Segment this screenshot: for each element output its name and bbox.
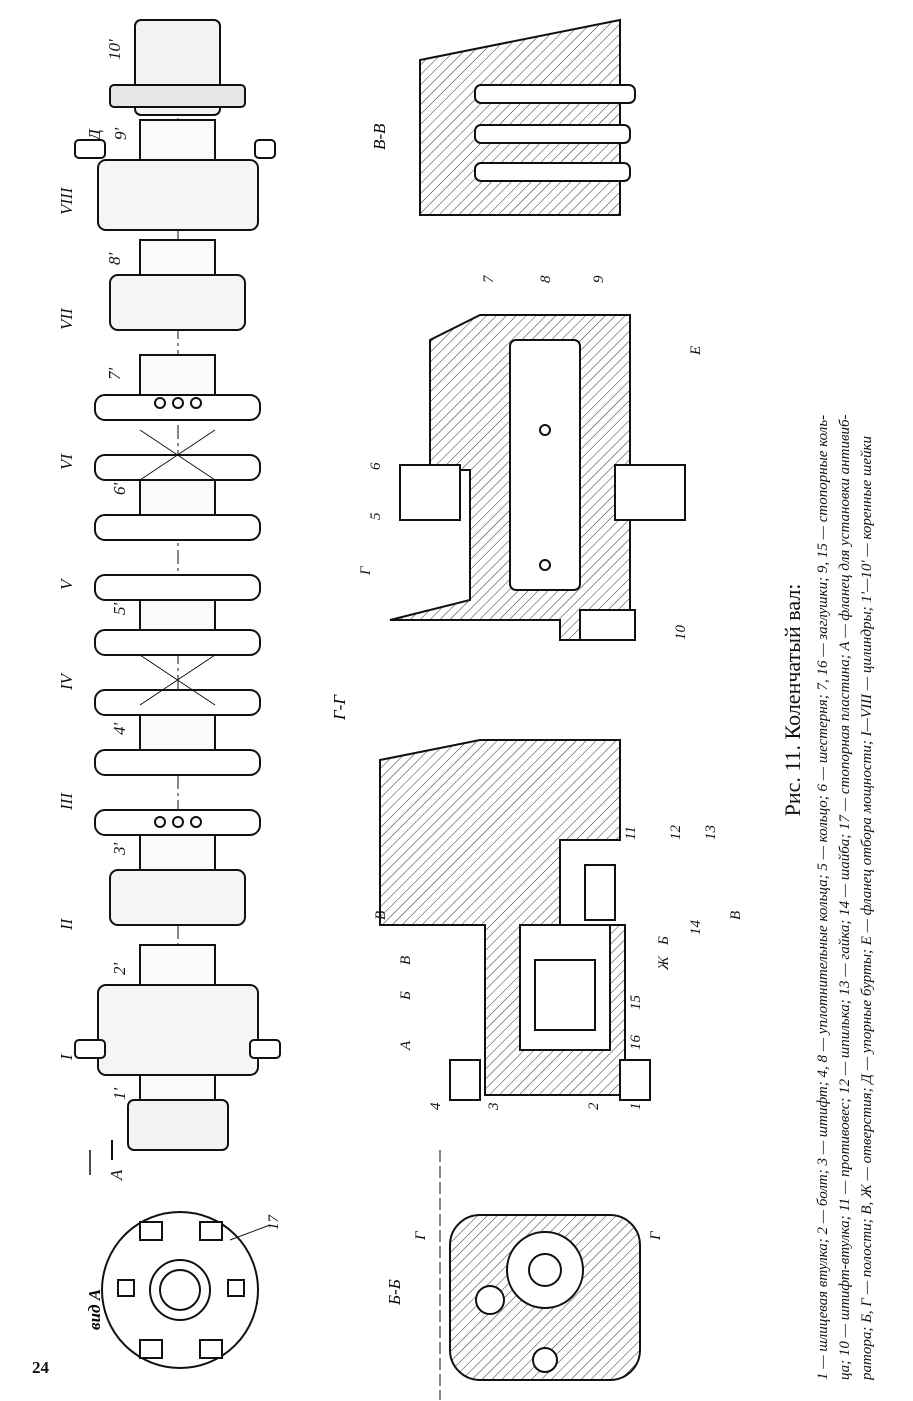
cylinder-label: I bbox=[57, 1053, 76, 1061]
callout-11: 11 bbox=[623, 826, 639, 840]
view-a-label-17: 17 bbox=[266, 1214, 282, 1231]
journal-label: 7' bbox=[105, 368, 124, 381]
section-bb-cut-mark: Г bbox=[648, 1230, 664, 1241]
cylinder-label: VII bbox=[57, 307, 76, 330]
callout-12: 12 bbox=[668, 825, 684, 841]
cylinder-label: II bbox=[57, 917, 76, 931]
section-vv-drawing bbox=[419, 18, 636, 216]
crankshaft-drawing bbox=[74, 19, 281, 1175]
section-vv-title: В-В bbox=[370, 123, 389, 150]
figure-caption: Рис. 11. Коленчатый вал: 1 — шлицевая вт… bbox=[778, 20, 908, 1380]
callout-zh: Ж bbox=[656, 955, 672, 971]
callout-v: В bbox=[398, 956, 414, 965]
callout-9: 9 bbox=[591, 275, 607, 283]
callout-g: Г bbox=[358, 565, 374, 576]
journal-label: 5' bbox=[110, 603, 129, 616]
callout-e: Е bbox=[688, 346, 704, 356]
callout-b2: Б bbox=[656, 936, 672, 946]
section-gg-title: Г-Г bbox=[330, 694, 349, 721]
callout-13: 13 bbox=[703, 825, 719, 840]
caption-title: Рис. 11. Коленчатый вал: bbox=[780, 583, 805, 817]
callout-v3: В bbox=[728, 911, 744, 920]
section-bb-title: Б-Б bbox=[385, 1279, 404, 1306]
caption-line: 1 — шлицевая втулка; 2 — болт; 3 — штифт… bbox=[815, 414, 831, 1380]
flange-section-drawing bbox=[389, 314, 686, 641]
callout-8: 8 bbox=[538, 275, 554, 283]
crankshaft-labels: 10' 9' 8' 7' 6' 5' 4' 3' 2' 1' VIII VII … bbox=[57, 39, 130, 1181]
callout-a: А bbox=[398, 1040, 414, 1051]
cylinder-label: VI bbox=[57, 453, 76, 470]
journal-label: 2' bbox=[110, 963, 129, 976]
view-a-drawing bbox=[101, 1211, 271, 1369]
section-gg-labels: 1 2 3 4 А Б В 11 12 13 14 15 16 Ж Б В В bbox=[373, 825, 744, 1112]
page-number: 24 bbox=[32, 1358, 49, 1377]
caption-line: ца; 10 — штифт-втулка; 11 — противовес; … bbox=[837, 414, 853, 1380]
view-arrow-label: А bbox=[107, 1169, 126, 1181]
section-bb-drawing bbox=[439, 1150, 641, 1400]
callout-7: 7 bbox=[481, 274, 497, 283]
callout-2: 2 bbox=[586, 1102, 602, 1110]
callout-14: 14 bbox=[688, 920, 704, 936]
callout-5: 5 bbox=[368, 512, 384, 520]
view-a-title: вид А bbox=[85, 1289, 104, 1330]
collar-label: Д bbox=[85, 128, 104, 142]
callout-3: 3 bbox=[486, 1103, 502, 1112]
cylinder-label: VIII bbox=[57, 186, 76, 215]
cylinder-label: IV bbox=[57, 671, 76, 691]
callout-6: 6 bbox=[368, 462, 384, 470]
section-gg-drawing bbox=[379, 739, 651, 1101]
journal-label: 6' bbox=[110, 483, 129, 496]
cylinder-label: V bbox=[57, 577, 76, 590]
journal-label: 3' bbox=[110, 843, 129, 857]
journal-label: 8' bbox=[105, 253, 124, 266]
journal-label: 4' bbox=[110, 723, 129, 736]
callout-15: 15 bbox=[628, 995, 644, 1011]
callout-16: 16 bbox=[628, 1035, 644, 1051]
callout-v2: В bbox=[373, 911, 389, 920]
cylinder-label: III bbox=[57, 792, 76, 811]
callout-10: 10 bbox=[673, 625, 689, 641]
callout-1: 1 bbox=[628, 1103, 644, 1111]
section-bb-cut-mark: Г bbox=[413, 1230, 429, 1241]
caption-line: ратора; Б, Г — полости; В, Ж — отверстия… bbox=[859, 435, 875, 1380]
flange-section-labels: Г 5 6 7 8 9 10 Е bbox=[358, 274, 704, 640]
journal-label: 1' bbox=[110, 1088, 129, 1101]
callout-4: 4 bbox=[428, 1102, 444, 1110]
journal-label: 10' bbox=[105, 39, 124, 60]
journal-label: 9' bbox=[111, 128, 130, 141]
callout-b: Б bbox=[398, 991, 414, 1001]
